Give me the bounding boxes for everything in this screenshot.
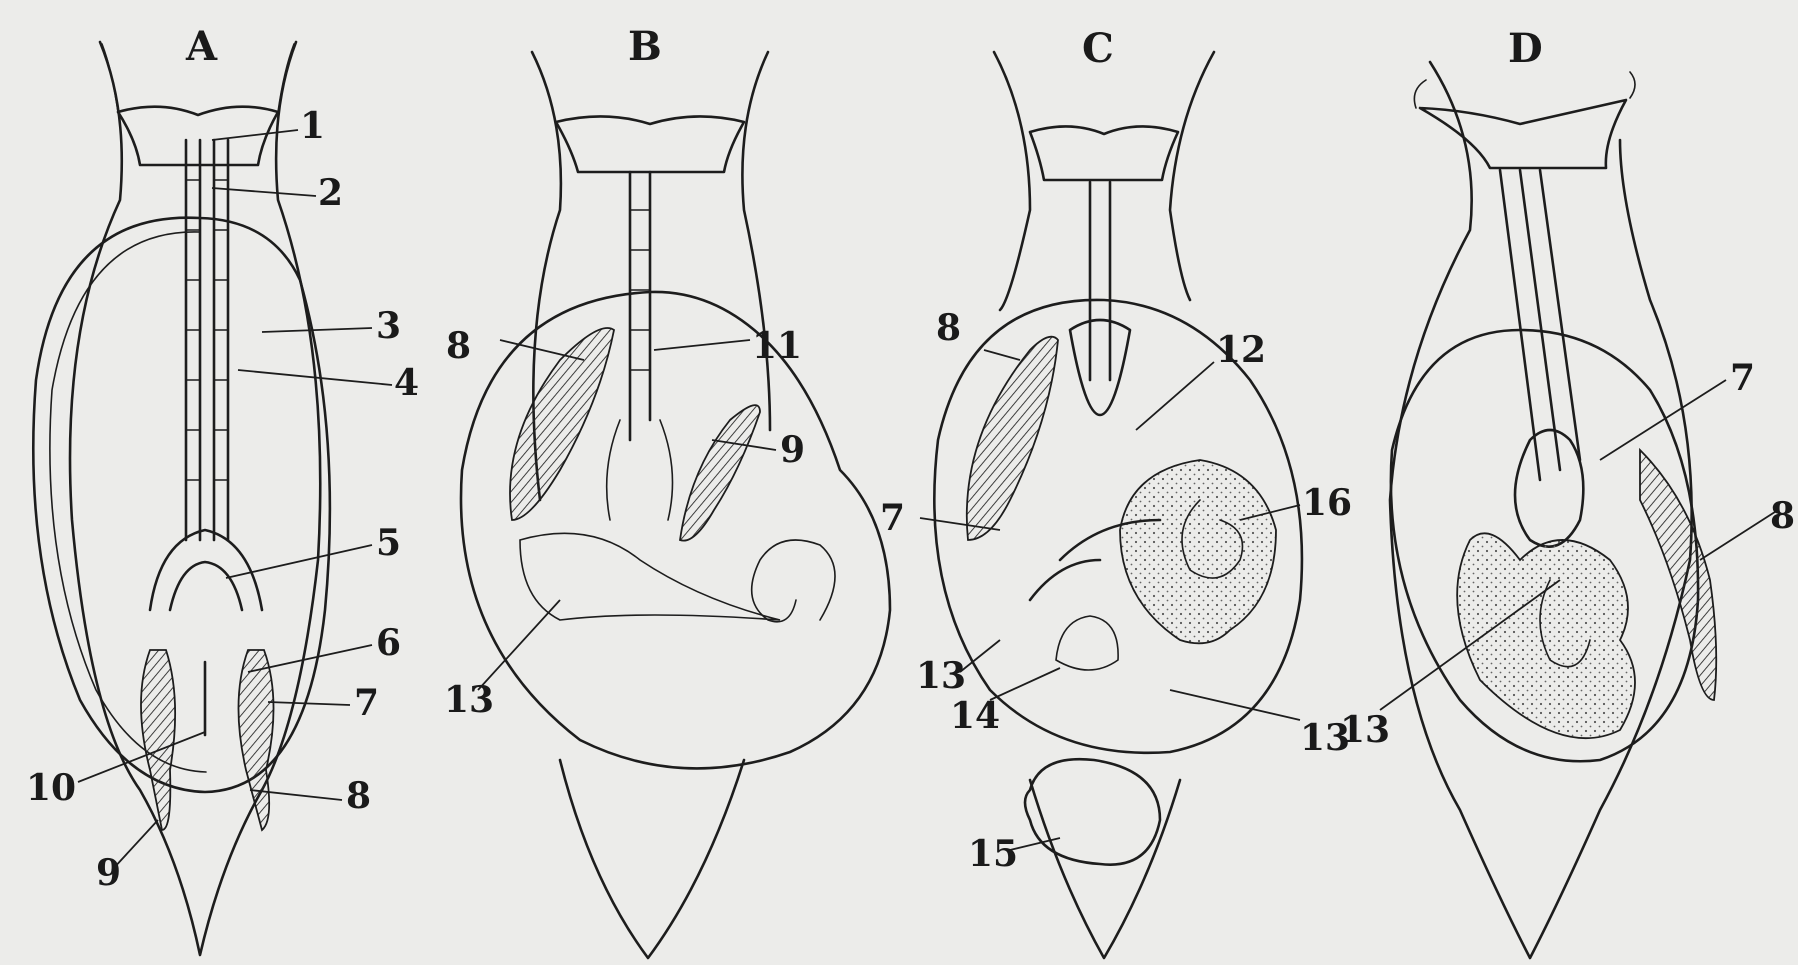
panel-a-label-9: 9 bbox=[96, 852, 121, 894]
panel-a-gland-right bbox=[238, 650, 273, 830]
panel-c-label-13a: 13 bbox=[916, 655, 966, 697]
panel-c-label-16: 16 bbox=[1302, 482, 1352, 524]
panel-b-letter: B bbox=[628, 23, 662, 70]
panel-c-label-14: 14 bbox=[950, 695, 1000, 737]
panel-d: D 7 8 13 bbox=[1340, 25, 1795, 958]
panel-d-head bbox=[1420, 100, 1626, 168]
panel-a-shell bbox=[33, 218, 330, 792]
panel-a-label-5: 5 bbox=[376, 522, 401, 564]
panel-a-body-outline bbox=[70, 42, 320, 955]
panel-c-head bbox=[1030, 126, 1178, 180]
panel-a-label-4: 4 bbox=[394, 362, 419, 404]
panel-a-letter: A bbox=[185, 23, 218, 70]
panel-c-letter: C bbox=[1082, 25, 1114, 72]
panel-c-label-8: 8 bbox=[936, 307, 961, 349]
panel-b-label-13: 13 bbox=[444, 679, 494, 721]
panel-d-letter: D bbox=[1508, 25, 1543, 72]
panel-a-label-2: 2 bbox=[318, 172, 343, 214]
panel-c: C 8 12 7 16 13 14 13 15 bbox=[880, 25, 1352, 958]
panel-c-label-15: 15 bbox=[968, 833, 1018, 875]
panel-d-label-13: 13 bbox=[1340, 709, 1390, 751]
panel-b-label-8: 8 bbox=[446, 325, 471, 367]
panel-c-gland-8 bbox=[967, 337, 1058, 540]
panel-a-label-6: 6 bbox=[376, 622, 401, 664]
panel-a-label-8: 8 bbox=[346, 775, 371, 817]
panel-b-head bbox=[556, 116, 744, 172]
panel-d-label-7: 7 bbox=[1730, 357, 1755, 399]
panel-b: B 8 11 9 13 bbox=[444, 23, 890, 958]
panel-a-label-10: 10 bbox=[26, 767, 76, 809]
panel-a-label-7: 7 bbox=[354, 682, 379, 724]
panel-b-shell bbox=[461, 292, 890, 768]
panel-b-label-9: 9 bbox=[780, 429, 805, 471]
panel-d-label-8: 8 bbox=[1770, 495, 1795, 537]
panel-a: A 1 2 3 4 5 6 7 8 9 10 bbox=[26, 23, 419, 955]
panel-c-label-7: 7 bbox=[880, 497, 905, 539]
panel-d-gland-8 bbox=[1640, 450, 1716, 700]
panel-c-label-12: 12 bbox=[1216, 329, 1266, 371]
panel-c-spiral-16 bbox=[1120, 460, 1276, 643]
panel-b-gland-8 bbox=[510, 328, 614, 520]
panel-b-gland-9 bbox=[680, 405, 760, 541]
panel-b-label-11: 11 bbox=[752, 325, 802, 367]
panel-a-label-1: 1 bbox=[300, 105, 325, 147]
panel-c-sac-15 bbox=[1025, 759, 1160, 865]
panel-a-label-3: 3 bbox=[376, 305, 401, 347]
